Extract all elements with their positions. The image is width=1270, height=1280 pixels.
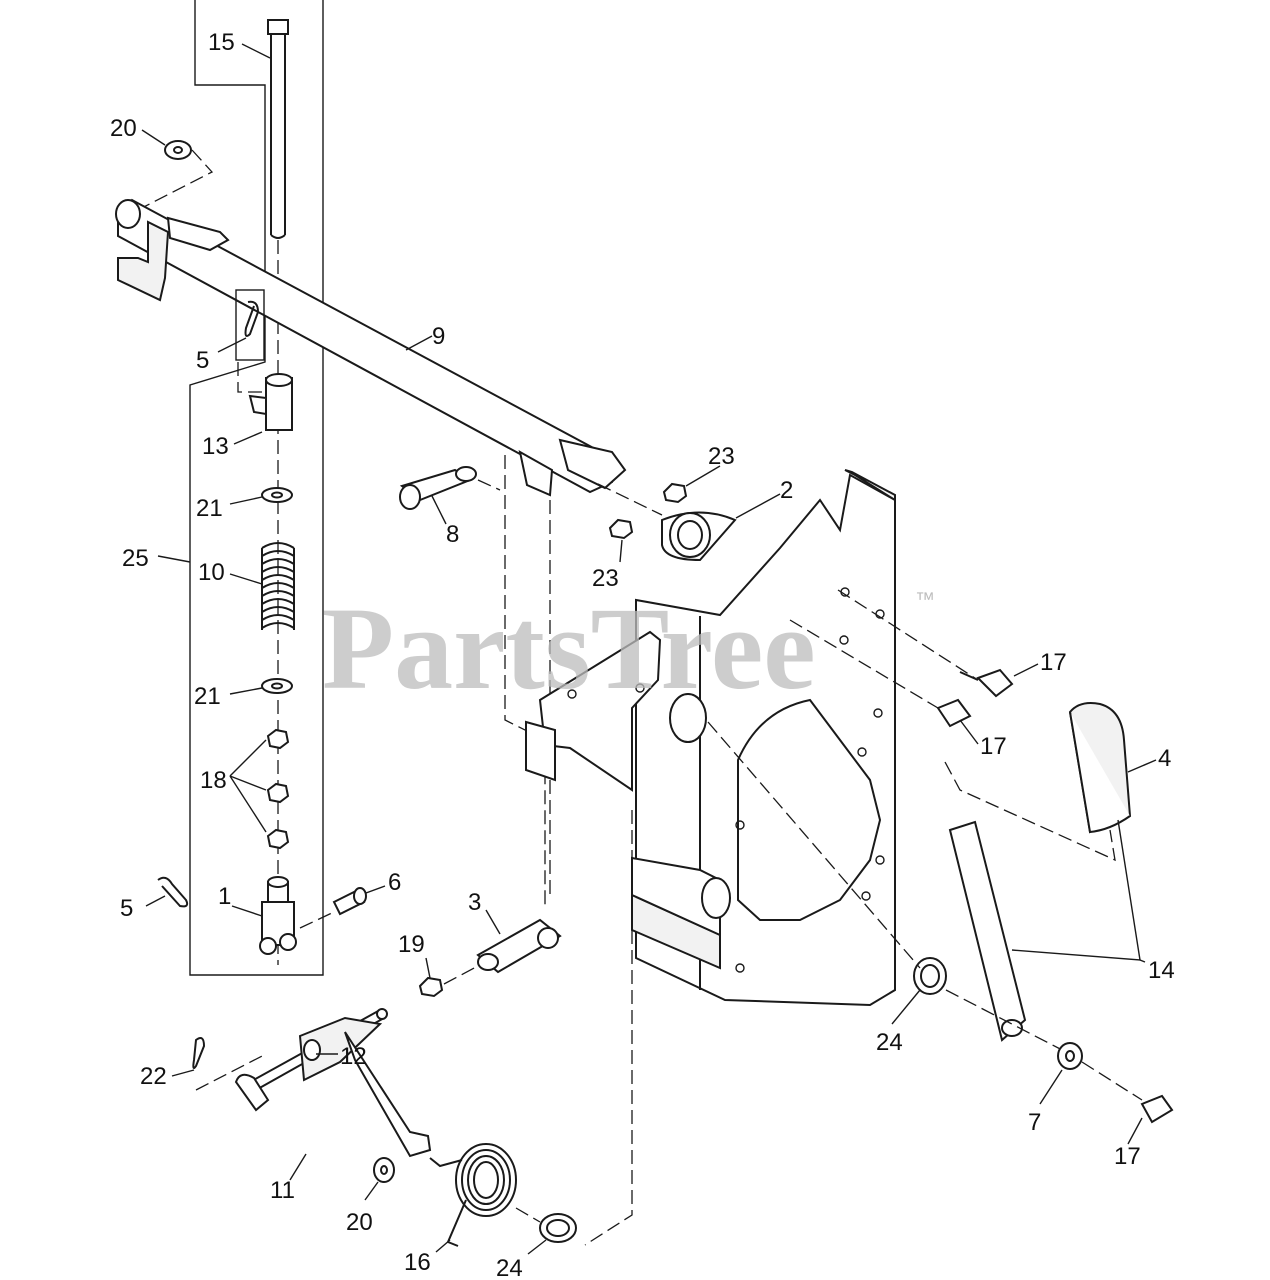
- part-21-washer-lower: [261, 678, 293, 694]
- part-16-torsion-spring: [429, 1143, 517, 1247]
- callout-19: 19: [398, 931, 425, 958]
- part-5-hairpin-lower: [157, 876, 189, 908]
- callout-20-lower: 20: [346, 1209, 373, 1236]
- part-23-nut-upper: [662, 482, 688, 504]
- part-9-shaft: [115, 198, 627, 497]
- part-8-bracket: [399, 466, 477, 510]
- part-2-flange-bearing: [661, 511, 737, 562]
- part-11-arm: [298, 1016, 432, 1158]
- part-5-hairpin-top: [235, 289, 265, 361]
- callout-14: 14: [1148, 957, 1175, 984]
- callout-10: 10: [198, 559, 225, 586]
- part-23-nut-lower: [608, 518, 634, 540]
- subassembly-25-frame: [189, 0, 324, 976]
- callout-23-upper: 23: [708, 443, 735, 470]
- callout-17-lower: 17: [1114, 1143, 1141, 1170]
- part-10-spring: [261, 542, 295, 630]
- callout-2: 2: [780, 477, 793, 504]
- callout-9: 9: [432, 323, 445, 350]
- callout-20-top: 20: [110, 115, 137, 142]
- callout-12: 12: [340, 1043, 367, 1070]
- callout-21-upper: 21: [196, 495, 223, 522]
- callout-3: 3: [468, 889, 481, 916]
- callout-24-right: 24: [876, 1029, 903, 1056]
- part-7-washer: [1057, 1042, 1083, 1070]
- part-15-rod: [267, 19, 289, 239]
- part-18-nut-1: [266, 728, 290, 750]
- frame-lower-bracket: [631, 856, 731, 970]
- callout-15: 15: [208, 29, 235, 56]
- part-1-clevis: [259, 876, 297, 955]
- part-14-lever: [948, 820, 1027, 1042]
- callout-22: 22: [140, 1063, 167, 1090]
- callout-13: 13: [202, 433, 229, 460]
- part-3-clevis: [476, 918, 562, 974]
- callout-11: 11: [270, 1177, 295, 1204]
- callout-labels: 15 20 5 9 13 21 25 10 21 18 5 1 6 3 8 23…: [110, 29, 1175, 1280]
- watermark-trademark: ™: [915, 589, 935, 611]
- callout-21-lower: 21: [194, 683, 221, 710]
- part-22-cotter-pin: [192, 1037, 206, 1069]
- part-4-grip: [1068, 702, 1132, 834]
- callout-8: 8: [446, 521, 459, 548]
- part-17-bolt-lower: [1140, 1094, 1174, 1124]
- callout-7: 7: [1028, 1109, 1041, 1136]
- callout-16: 16: [404, 1249, 431, 1276]
- callout-1: 1: [218, 883, 231, 910]
- part-17-bolt-upper: [959, 668, 1014, 698]
- callout-4: 4: [1158, 745, 1171, 772]
- partstree-watermark: PartsTree ™: [322, 583, 935, 714]
- watermark-brand: PartsTree: [322, 583, 816, 714]
- callout-24-lower: 24: [496, 1255, 523, 1280]
- part-18-nut-3: [266, 828, 290, 850]
- leader-lines: [141, 43, 1157, 1255]
- callout-23-lower: 23: [592, 565, 619, 592]
- part-24-bushing-right: [913, 957, 947, 995]
- part-20-washer-top: [164, 140, 192, 160]
- callout-5-top: 5: [196, 347, 209, 374]
- callout-17-upper: 17: [1040, 649, 1067, 676]
- callout-18: 18: [200, 767, 227, 794]
- part-17-bolt-middle: [936, 698, 972, 728]
- callout-5-lower: 5: [120, 895, 133, 922]
- callout-17-middle: 17: [980, 733, 1007, 760]
- callout-6: 6: [388, 869, 401, 896]
- part-20-washer-lower: [373, 1157, 395, 1183]
- part-13-fitting: [248, 373, 293, 431]
- part-24-bushing-lower: [539, 1213, 577, 1243]
- part-19-nut: [418, 976, 444, 998]
- frame-bracket: [525, 630, 707, 792]
- part-21-washer-upper: [261, 487, 293, 503]
- callout-25: 25: [122, 545, 149, 572]
- part-18-nut-2: [266, 782, 290, 804]
- part-6-pin: [332, 887, 367, 916]
